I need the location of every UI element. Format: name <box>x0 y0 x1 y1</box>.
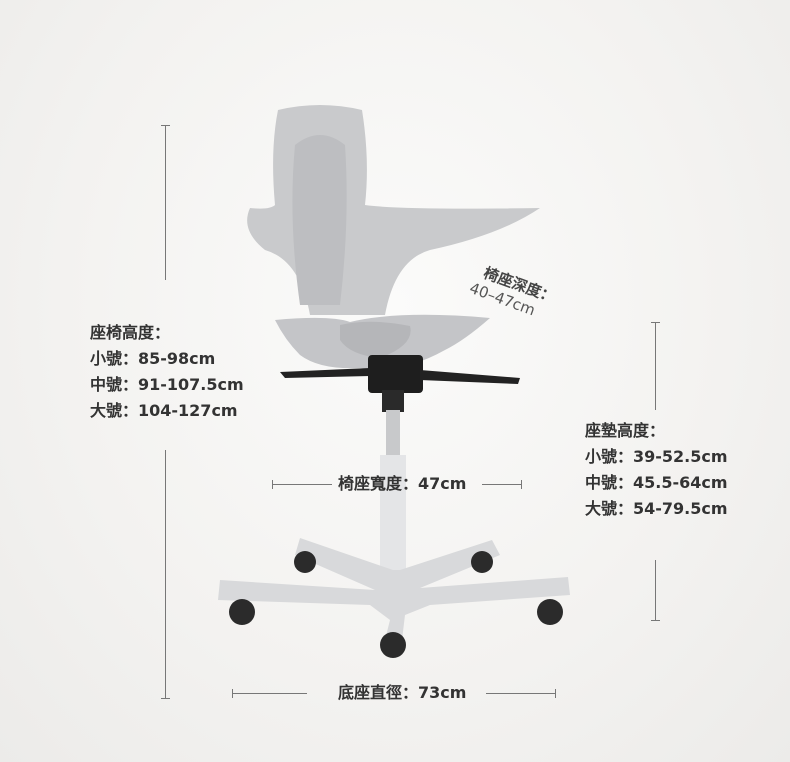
lever-right <box>420 370 520 384</box>
seat-height-line-bottom <box>165 450 166 698</box>
base-star <box>218 538 570 640</box>
seat-height-title: 座椅高度： <box>90 323 171 342</box>
dimension-cap <box>161 698 170 699</box>
chair-illustration <box>218 105 570 658</box>
dimension-cap <box>651 620 660 621</box>
mechanism <box>368 355 423 393</box>
seat-height-line-top <box>165 125 166 280</box>
column-top <box>382 390 404 412</box>
caster <box>471 551 493 573</box>
cushion-height-line-top <box>655 322 656 410</box>
seat-width-line-left <box>272 484 332 485</box>
base-diameter-label: 底座直徑：73cm <box>338 683 467 702</box>
seat-width-label: 椅座寬度：47cm <box>338 474 467 493</box>
backrest-panel <box>292 135 347 305</box>
cushion-height-large: 大號：54-79.5cm <box>585 499 728 518</box>
seat-height-label: 座椅高度： 小號：85-98cm 中號：91-107.5cm 大號：104-12… <box>90 320 244 424</box>
seat-width-line-right <box>482 484 522 485</box>
cushion-height-medium: 中號：45.5-64cm <box>585 473 728 492</box>
cushion-height-label: 座墊高度： 小號：39-52.5cm 中號：45.5-64cm 大號：54-79… <box>585 418 728 522</box>
base-line-left <box>232 693 307 694</box>
dimension-cap <box>521 480 522 489</box>
dimension-cap <box>555 689 556 698</box>
gas-column <box>386 410 400 460</box>
caster <box>229 599 255 625</box>
base-line-right <box>486 693 556 694</box>
caster <box>537 599 563 625</box>
seat-height-large: 大號：104-127cm <box>90 401 238 420</box>
caster <box>380 632 406 658</box>
lever-left <box>280 368 370 378</box>
seat-height-small: 小號：85-98cm <box>90 349 216 368</box>
column-cover <box>380 455 406 585</box>
caster <box>294 551 316 573</box>
seat-cushion <box>340 321 411 358</box>
seat-height-medium: 中號：91-107.5cm <box>90 375 244 394</box>
cushion-height-small: 小號：39-52.5cm <box>585 447 728 466</box>
cushion-height-title: 座墊高度： <box>585 421 666 440</box>
cushion-height-line-bottom <box>655 560 656 620</box>
